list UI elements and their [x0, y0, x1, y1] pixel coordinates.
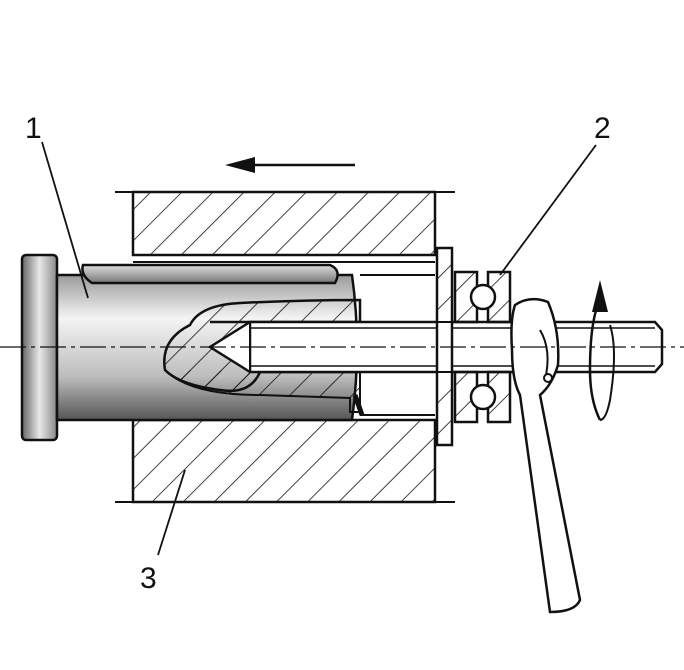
housing-upper-section [131, 190, 437, 257]
bearing-ball-bottom [469, 383, 497, 411]
leader-line-2 [499, 144, 597, 276]
rotation-arrow [588, 280, 615, 421]
housing-lower-section [131, 418, 437, 504]
label-part-1: 1 [25, 112, 42, 145]
label-part-3: 3 [140, 562, 157, 595]
wrench [510, 297, 582, 614]
leader-line-3 [157, 469, 186, 556]
pull-direction-arrow [225, 157, 355, 173]
bearing-ball-top [469, 283, 497, 311]
shaft-key [81, 263, 339, 285]
leader-line-1 [41, 141, 89, 299]
label-part-2: 2 [594, 112, 611, 145]
thrust-bearing [453, 270, 512, 424]
